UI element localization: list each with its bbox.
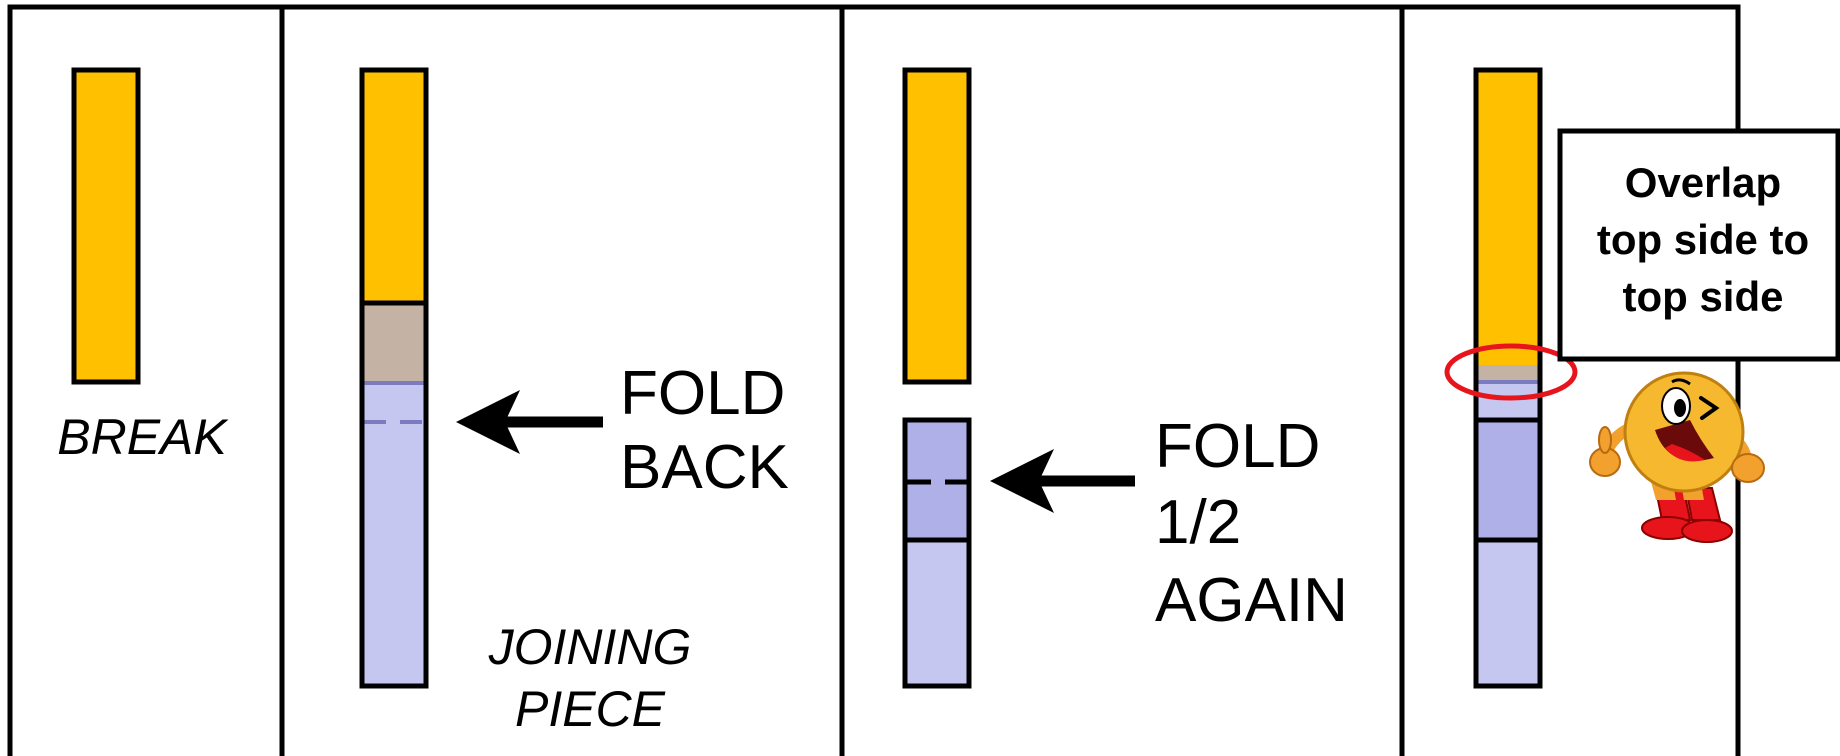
panel-fold-half: FOLD 1/2 AGAIN — [902, 67, 1348, 689]
panel-overlap: Overlap top side to top side — [1444, 67, 1840, 689]
overlap-dark-segment — [1476, 420, 1540, 540]
fold-half-line-2: 1/2 — [1155, 488, 1241, 557]
overlap-taupe-segment — [1476, 365, 1540, 382]
joining-label-line-2: PIECE — [515, 681, 666, 737]
panel-frames — [7, 4, 1741, 756]
break-label: BREAK — [57, 409, 229, 465]
fold-half-gold-strip — [902, 67, 972, 385]
panel-overlap-frame — [1399, 4, 1741, 756]
left-arrow-icon — [990, 449, 1135, 513]
fold-back-line-2: BACK — [620, 433, 789, 502]
callout-line-3: top side — [1622, 273, 1783, 320]
fold-back-line-1: FOLD — [620, 359, 785, 428]
fold-half-line-1: FOLD — [1155, 412, 1320, 481]
joining-gold-segment — [362, 70, 426, 303]
callout-line-1: Overlap — [1625, 159, 1781, 206]
joining-lavender-segment — [362, 383, 426, 686]
overlap-callout-box — [1557, 128, 1840, 362]
fold-half-line-3: AGAIN — [1155, 566, 1348, 635]
overlap-strip-outline — [1473, 67, 1543, 689]
joining-strip-outline — [359, 67, 429, 689]
highlight-circle-icon — [1444, 343, 1578, 401]
break-strip — [71, 67, 141, 385]
fold-half-light-segment — [905, 540, 969, 686]
joining-label-line-1: JOINING — [488, 619, 692, 675]
overlap-light-segment — [1476, 540, 1540, 686]
pacman-thumbs-up-icon — [1589, 371, 1765, 543]
panel-joining-piece: FOLD BACK JOINING PIECE — [359, 67, 789, 737]
left-arrow-icon — [456, 390, 603, 454]
callout-line-2: top side to — [1597, 216, 1809, 263]
joining-taupe-segment — [362, 303, 426, 383]
panel-break: BREAK — [57, 67, 229, 465]
overlap-lavender-thin — [1476, 382, 1540, 420]
panel-break-frame — [7, 4, 285, 756]
overlap-gold-segment — [1476, 70, 1540, 365]
fold-half-strip-outline — [902, 417, 972, 689]
